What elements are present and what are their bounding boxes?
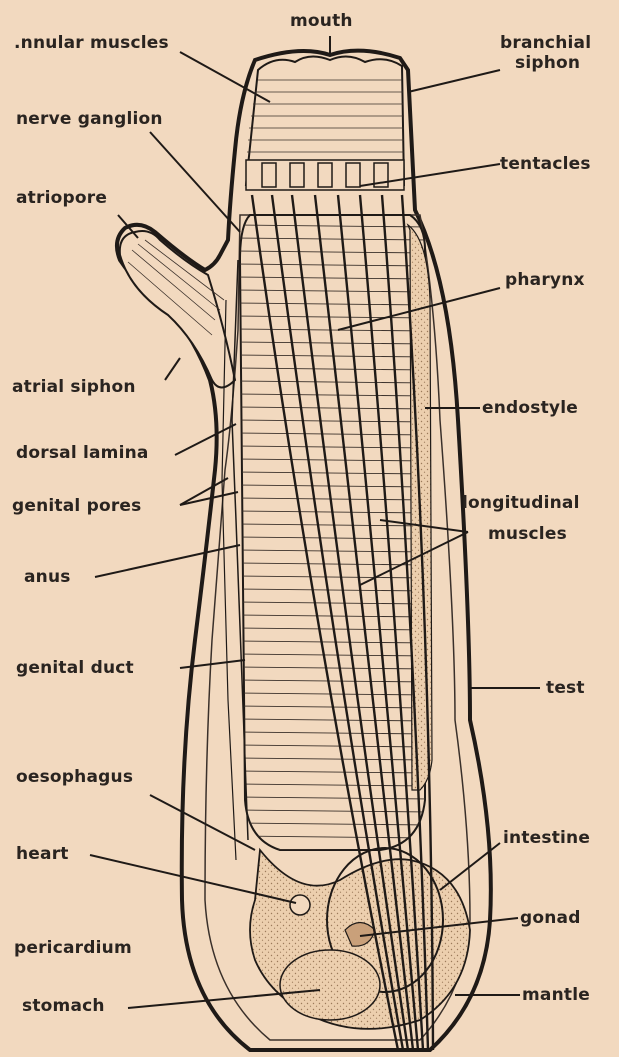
label-endostyle: endostyle — [482, 399, 578, 418]
heart-shape — [290, 895, 310, 915]
label-mouth: mouth — [290, 12, 353, 31]
label-anus: anus — [24, 568, 71, 587]
label-longitudinal-muscles-line2: muscles — [488, 525, 567, 544]
label-dorsal-lamina: dorsal lamina — [16, 444, 149, 463]
label-stomach: stomach — [22, 997, 105, 1016]
label-atriopore: atriopore — [16, 189, 107, 208]
label-genital-pores: genital pores — [12, 497, 141, 516]
label-heart: heart — [16, 845, 69, 864]
label-annular-muscles: .nnular muscles — [14, 34, 169, 53]
label-pharynx: pharynx — [505, 271, 585, 290]
stomach-shape — [280, 950, 380, 1020]
label-gonad: gonad — [520, 909, 581, 928]
label-intestine: intestine — [503, 829, 590, 848]
label-branchial-siphon-line1: branchial — [500, 34, 591, 53]
label-mantle: mantle — [522, 986, 590, 1005]
label-test: test — [546, 679, 585, 698]
label-nerve-ganglion: nerve ganglion — [16, 110, 163, 129]
label-oesophagus: oesophagus — [16, 768, 133, 787]
label-branchial-siphon-line2: siphon — [515, 54, 580, 73]
label-longitudinal-muscles-line1: longitudinal — [462, 494, 580, 513]
label-pericardium: pericardium — [14, 939, 132, 958]
tentacle-band — [246, 160, 404, 190]
label-atrial-siphon: atrial siphon — [12, 378, 136, 397]
label-genital-duct: genital duct — [16, 659, 134, 678]
label-tentacles: tentacles — [500, 155, 591, 174]
